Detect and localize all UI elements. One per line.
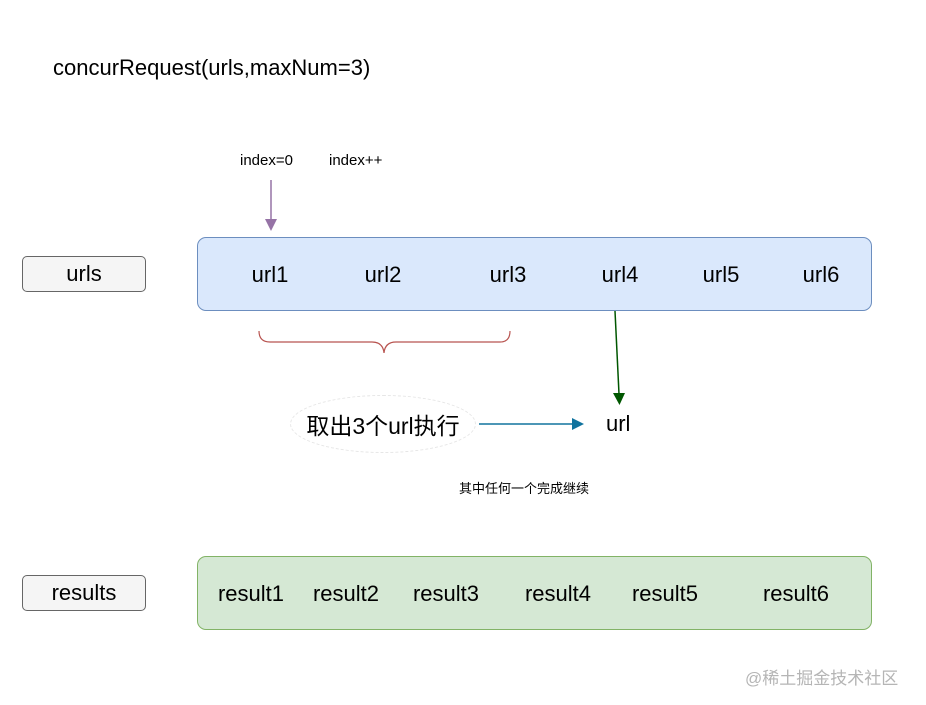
results-label-box: results — [22, 575, 146, 611]
urls-label-box: urls — [22, 256, 146, 292]
index-increment-label: index++ — [329, 152, 383, 169]
flow-arrow — [479, 418, 584, 430]
url-cell-3: url3 — [489, 262, 527, 287]
urls-array-box — [197, 237, 872, 311]
url-cell-6: url6 — [802, 262, 840, 287]
url-cell-2: url2 — [364, 262, 402, 287]
next-url-arrow — [613, 310, 625, 405]
result-cell-5: result5 — [631, 581, 699, 606]
target-url-label: url — [606, 411, 631, 436]
action-ellipse: 取出3个url执行 — [290, 395, 476, 453]
result-cell-6: result6 — [762, 581, 830, 606]
url-cell-5: url5 — [702, 262, 740, 287]
function-title: concurRequest(urls,maxNum=3) — [53, 55, 371, 80]
result-cell-3: result3 — [412, 581, 480, 606]
continue-note: 其中任何一个完成继续 — [459, 481, 590, 496]
results-array-box — [197, 556, 872, 630]
index-pointer-arrow — [265, 180, 277, 231]
result-cell-2: result2 — [312, 581, 380, 606]
watermark: @稀土掘金技术社区 — [745, 669, 899, 688]
selection-brace — [258, 330, 511, 354]
results-label: results — [51, 580, 117, 605]
action-label: 取出3个url执行 — [306, 413, 460, 439]
url-cell-1: url1 — [251, 262, 289, 287]
urls-label: urls — [66, 261, 102, 286]
url-cell-4: url4 — [601, 262, 639, 287]
index-start-label: index=0 — [240, 152, 293, 169]
result-cell-4: result4 — [524, 581, 592, 606]
result-cell-1: result1 — [217, 581, 285, 606]
